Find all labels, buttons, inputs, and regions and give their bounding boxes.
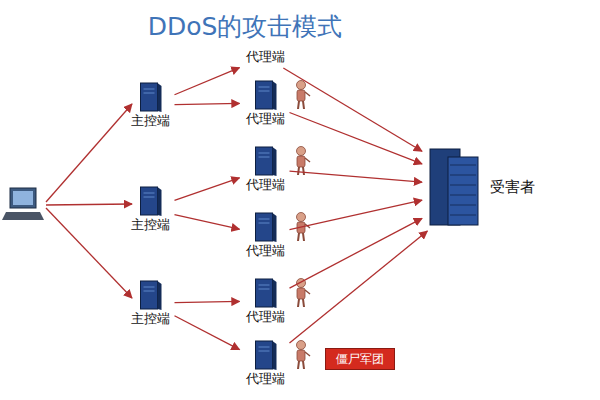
- server-node: 代理端: [243, 210, 288, 260]
- node-label: 代理端: [246, 111, 285, 127]
- node-label: 代理端: [246, 309, 285, 325]
- attack-arrow: [175, 68, 240, 95]
- diagram-title: DDoS的攻击模式: [148, 10, 343, 43]
- zombie-figure: [297, 81, 311, 110]
- node-label: 代理端: [246, 243, 285, 259]
- node-label: 主控端: [131, 311, 170, 327]
- attack-arrow: [175, 178, 240, 201]
- node-label: 代理端: [246, 177, 285, 193]
- victim-node: 受害者: [425, 146, 538, 228]
- server-node: 代理端: [243, 276, 288, 326]
- server-icon: [138, 279, 162, 311]
- node-label: 代理端: [246, 371, 285, 387]
- server-icon: [253, 339, 277, 371]
- server-node: 主控端: [128, 80, 173, 130]
- node-label: 受害者: [490, 179, 535, 195]
- attack-arrow: [290, 231, 428, 343]
- server-icon: [253, 211, 277, 243]
- zombie-figure: [297, 147, 311, 176]
- node-label: 主控端: [131, 217, 170, 233]
- attack-arrow: [175, 316, 240, 350]
- server-node: 代理端: [243, 144, 288, 194]
- server-node: 主控端: [128, 278, 173, 328]
- attack-arrow: [290, 171, 423, 182]
- server-node: 代理端: [243, 78, 288, 128]
- command-arrows: [46, 104, 132, 298]
- attack-arrow: [290, 218, 423, 288]
- zombie-figures: [297, 81, 311, 370]
- server-icon: [253, 79, 277, 111]
- server-node: 代理端: [243, 48, 288, 66]
- attack-arrow: [283, 68, 422, 151]
- attack-arrow: [175, 103, 240, 104]
- attacker-computer: [2, 188, 44, 220]
- server-icon: [138, 81, 162, 113]
- attack-arrow: [290, 113, 423, 164]
- server-icon: [138, 185, 162, 217]
- node-label: 代理端: [246, 49, 285, 65]
- attack-arrow: [175, 301, 240, 302]
- attack-arrow: [175, 215, 240, 230]
- server-icon: [253, 277, 277, 309]
- server-node: 主控端: [128, 184, 173, 234]
- node-label: 僵尸军团: [336, 351, 384, 367]
- victim-server-icon: [428, 147, 480, 227]
- server-node: 代理端: [243, 338, 288, 388]
- server-icon: [253, 145, 277, 177]
- zombie-figure: [297, 341, 311, 370]
- group-label-box: 僵尸军团: [325, 348, 395, 370]
- node-label: 主控端: [131, 113, 170, 129]
- attack-arrow: [290, 200, 423, 229]
